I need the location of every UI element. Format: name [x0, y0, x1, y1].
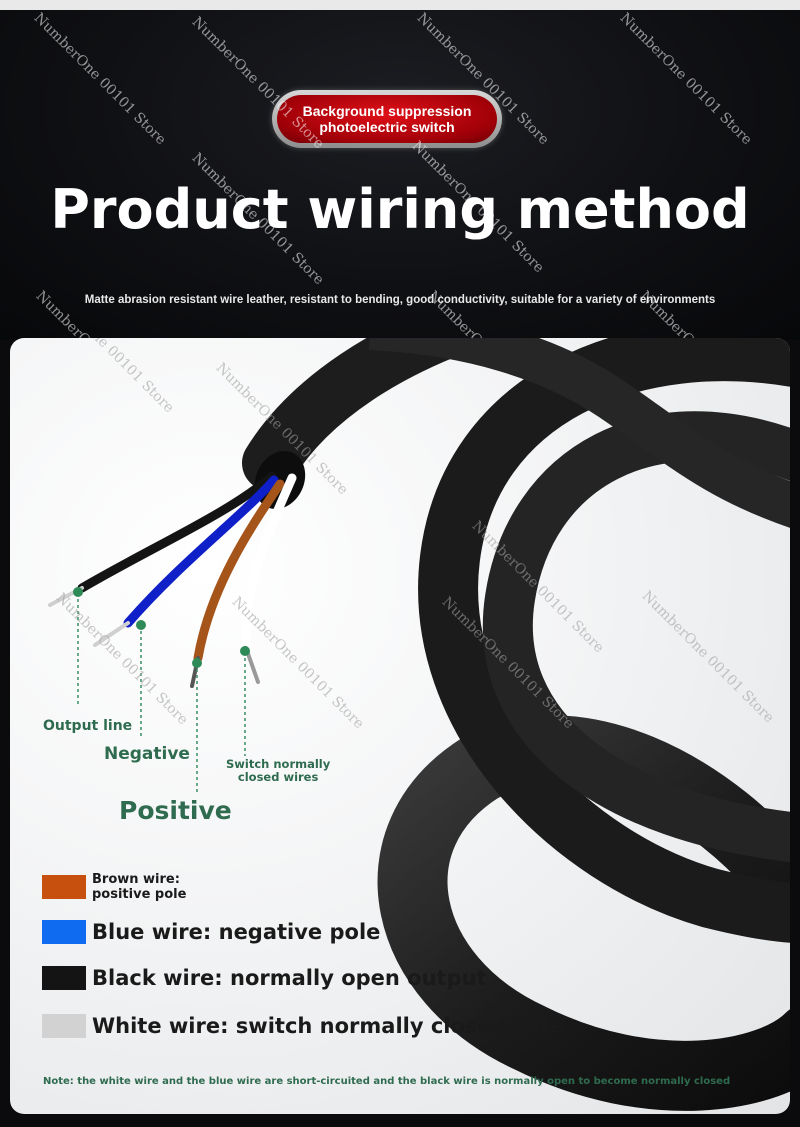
wire-blue [123, 475, 279, 628]
dot-switch-nc [240, 646, 250, 656]
cable-main-run [242, 338, 500, 491]
badge-line-2: photoelectric switch [319, 119, 455, 135]
legend-row-blue: Blue wire: negative pole [42, 920, 380, 944]
tip-blue [93, 621, 130, 647]
label-output-line: Output line [43, 718, 133, 734]
badge-line-1: Background suppression [302, 103, 472, 119]
page-subtitle: Matte abrasion resistant wire leather, r… [84, 294, 716, 306]
cable-coil-outer [377, 715, 790, 1111]
wiring-note: Note: the white wire and the blue wire a… [43, 1076, 731, 1087]
watermark: NumberOne 00101 Store [30, 10, 169, 149]
wire-black [77, 471, 277, 593]
top-strip [0, 0, 800, 10]
wire-white [241, 473, 297, 653]
label-positive: Positive [119, 796, 232, 825]
cable-top-band [368, 338, 790, 528]
swatch-blue [42, 920, 86, 944]
swatch-brown [42, 875, 86, 899]
wire-brown [193, 479, 285, 663]
header-banner: Background suppression photoelectric swi… [0, 10, 800, 426]
wiring-panel: Output line Negative Switch normally clo… [10, 338, 790, 1114]
legend-brown-line-1: Brown wire: [92, 872, 180, 887]
legend-row-white: White wire: switch normally closed wire [42, 1014, 565, 1038]
dot-negative [136, 620, 146, 630]
page-title: Product wiring method [50, 178, 750, 241]
label-negative: Negative [104, 744, 190, 764]
legend-row-black: Black wire: normally open output [42, 966, 487, 990]
product-badge-inner: Background suppression photoelectric swi… [277, 95, 497, 143]
dot-output [73, 587, 83, 597]
product-badge: Background suppression photoelectric swi… [272, 90, 502, 148]
legend-white: White wire: switch normally closed wire [92, 1014, 566, 1038]
swatch-white [42, 1014, 86, 1038]
legend-row-brown: Brown wire: positive pole [42, 872, 186, 902]
watermark: NumberOne 00101 Store [188, 14, 327, 153]
label-switch-nc-line-2: closed wires [237, 770, 319, 784]
dot-positive [192, 658, 202, 668]
label-switch-nc-line-1: Switch normally [226, 757, 331, 771]
swatch-black [42, 966, 86, 990]
cable-illustration [48, 338, 790, 1111]
legend-brown-line-2: positive pole [92, 887, 187, 902]
label-switch-nc: Switch normally closed wires [226, 758, 330, 784]
legend-black: Black wire: normally open output [92, 966, 487, 990]
legend-blue: Blue wire: negative pole [92, 920, 381, 944]
legend-brown: Brown wire: positive pole [92, 872, 186, 902]
watermark: NumberOne 00101 Store [616, 10, 755, 149]
